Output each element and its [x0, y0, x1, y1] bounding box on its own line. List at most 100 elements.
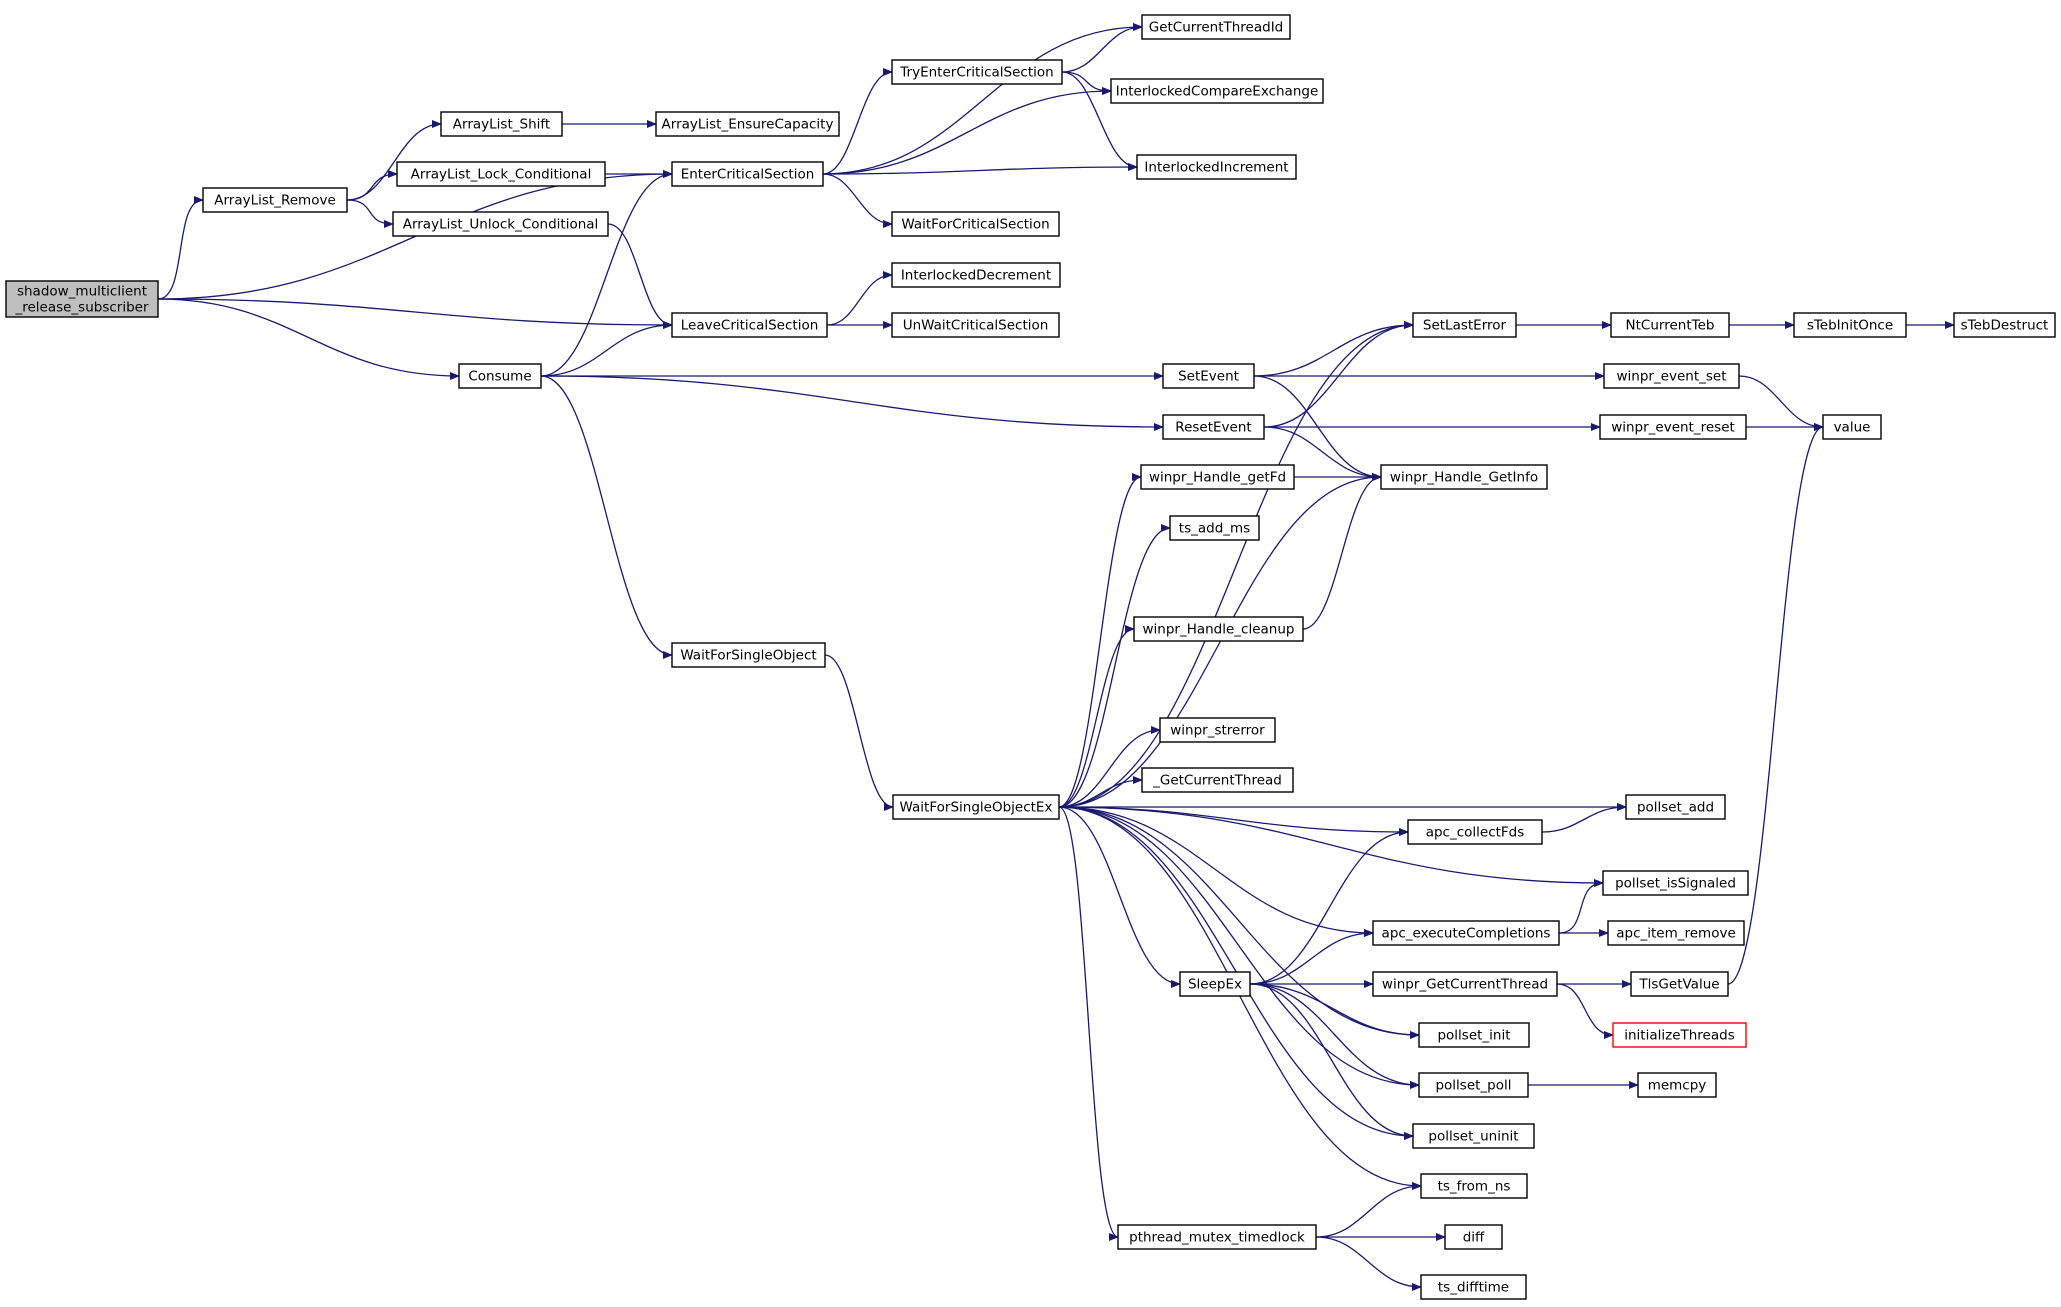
edge-path	[1249, 983, 1414, 1140]
edge-array-list-remove-to-array-list-lock-conditional	[346, 170, 398, 201]
node-box	[1420, 1173, 1528, 1199]
node-label: sTebInitOnce	[1807, 318, 1893, 334]
node-consume[interactable]: Consume	[458, 363, 542, 389]
node-label: InterlockedCompareExchange	[1116, 84, 1319, 100]
edge-wait-for-single-object-ex-to-get-current-thread	[1058, 776, 1143, 808]
node-label: apc_item_remove	[1616, 926, 1736, 942]
node-wait-for-single-object[interactable]: WaitForSingleObject	[671, 642, 826, 668]
node-array-list-remove[interactable]: ArrayList_Remove	[202, 187, 348, 213]
node-array-list-ensure-capacity[interactable]: ArrayList_EnsureCapacity	[655, 111, 840, 137]
node-nt-current-teb[interactable]: NtCurrentTeb	[1610, 312, 1730, 338]
node-value[interactable]: value	[1822, 414, 1882, 440]
node-interlocked-decrement[interactable]: InterlockedDecrement	[891, 262, 1061, 288]
edge-path	[157, 298, 673, 329]
node-apc-item-remove[interactable]: apc_item_remove	[1607, 920, 1745, 946]
node-label: apc_collectFds	[1426, 825, 1525, 841]
node-box	[1418, 1072, 1529, 1098]
node-set-event[interactable]: SetEvent	[1162, 363, 1255, 389]
node-get-current-thread-id[interactable]: GetCurrentThreadId	[1141, 14, 1291, 40]
edge-enter-critical-section-to-get-current-thread-id	[822, 23, 1143, 175]
node-reset-event[interactable]: ResetEvent	[1162, 414, 1265, 440]
node-tls-get-value[interactable]: TlsGetValue	[1630, 971, 1729, 997]
edge-path	[1058, 806, 1604, 887]
node-pthread-mutex-timedlock[interactable]: pthread_mutex_timedlock	[1117, 1224, 1317, 1250]
node-ts-from-ns[interactable]: ts_from_ns	[1420, 1173, 1528, 1199]
edge-shadow-to-consume	[157, 298, 460, 380]
edge-set-event-to-set-last-error	[1253, 321, 1414, 377]
edge-shadow-to-leave-critical-section	[157, 298, 673, 329]
edge-try-enter-critical-section-to-interlocked-compare-exchange	[1061, 71, 1112, 95]
node-box	[1110, 78, 1324, 104]
node-winpr-handle-cleanup[interactable]: winpr_Handle_cleanup	[1133, 616, 1304, 642]
node-set-last-error[interactable]: SetLastError	[1412, 312, 1517, 338]
edge-sleep-ex-to-pollset-init	[1249, 983, 1420, 1039]
node-s-teb-destruct[interactable]: sTebDestruct	[1953, 312, 2056, 338]
node-array-list-shift[interactable]: ArrayList_Shift	[440, 111, 563, 137]
node-leave-critical-section[interactable]: LeaveCriticalSection	[671, 312, 828, 338]
node-label: ts_add_ms	[1179, 521, 1250, 537]
node-box	[1612, 1022, 1747, 1048]
node-winpr-handle-get-info[interactable]: winpr_Handle_GetInfo	[1380, 464, 1548, 490]
edge-path	[157, 196, 204, 300]
node-label: Consume	[468, 369, 531, 385]
node-interlocked-increment[interactable]: InterlockedIncrement	[1136, 154, 1297, 180]
node-pollset-is-signaled[interactable]: pollset_isSignaled	[1602, 870, 1749, 896]
node-interlocked-compare-exchange[interactable]: InterlockedCompareExchange	[1110, 78, 1324, 104]
node-shadow[interactable]: shadow_multiclient_release_subscriber	[5, 280, 159, 318]
node-winpr-handle-get-fd[interactable]: winpr_Handle_getFd	[1140, 464, 1295, 490]
node-winpr-get-current-thread[interactable]: winpr_GetCurrentThread	[1372, 971, 1558, 997]
node-sleep-ex[interactable]: SleepEx	[1179, 971, 1251, 997]
edge-wait-for-single-object-ex-to-winpr-handle-get-info	[1058, 473, 1382, 808]
node-winpr-strerror[interactable]: winpr_strerror	[1159, 717, 1276, 743]
node-winpr-event-set[interactable]: winpr_event_set	[1603, 363, 1740, 389]
node-pollset-init[interactable]: pollset_init	[1418, 1022, 1530, 1048]
node-label: apc_executeCompletions	[1382, 926, 1551, 942]
node-pollset-poll[interactable]: pollset_poll	[1418, 1072, 1529, 1098]
node-try-enter-critical-section[interactable]: TryEnterCriticalSection	[891, 59, 1063, 85]
node-label: SetEvent	[1178, 369, 1239, 385]
node-box	[392, 211, 609, 237]
edge-wait-for-single-object-ex-to-pollset-is-signaled	[1058, 806, 1604, 887]
node-array-list-unlock-conditional[interactable]: ArrayList_Unlock_Conditional	[392, 211, 609, 237]
node-box	[1599, 414, 1747, 440]
edge-path	[822, 23, 1143, 175]
node-apc-collect-fds[interactable]: apc_collectFds	[1407, 819, 1543, 845]
node-winpr-event-reset[interactable]: winpr_event_reset	[1599, 414, 1747, 440]
node-label: ArrayList_Remove	[214, 193, 336, 209]
node-label: InterlockedDecrement	[901, 268, 1051, 284]
edge-wait-for-single-object-ex-to-apc-collect-fds	[1058, 806, 1409, 836]
node-label: ts_difftime	[1438, 1280, 1509, 1296]
node-wait-for-critical-section[interactable]: WaitForCriticalSection	[891, 211, 1060, 237]
node-array-list-lock-conditional[interactable]: ArrayList_Lock_Conditional	[396, 161, 606, 187]
edge-path	[1315, 1182, 1422, 1238]
node-label: SetLastError	[1423, 318, 1507, 334]
edge-sleep-ex-to-pollset-poll	[1249, 983, 1420, 1089]
node-enter-critical-section[interactable]: EnterCriticalSection	[671, 161, 824, 187]
node-apc-execute-completions[interactable]: apc_executeCompletions	[1372, 920, 1560, 946]
edge-path	[346, 199, 394, 228]
node-s-teb-init-once[interactable]: sTebInitOnce	[1793, 312, 1907, 338]
node-diff[interactable]: diff	[1444, 1224, 1503, 1250]
edge-path	[540, 375, 673, 659]
node-box	[1412, 312, 1517, 338]
edge-path	[1058, 806, 1420, 1089]
node-wait-for-single-object-ex[interactable]: WaitForSingleObjectEx	[892, 794, 1060, 820]
node-label: WaitForSingleObject	[680, 648, 816, 664]
edge-path	[1249, 929, 1374, 985]
node-get-current-thread[interactable]: _GetCurrentThread	[1141, 767, 1294, 793]
node-pollset-uninit[interactable]: pollset_uninit	[1412, 1123, 1535, 1149]
node-ts-add-ms[interactable]: ts_add_ms	[1169, 515, 1260, 541]
node-un-wait-critical-section[interactable]: UnWaitCriticalSection	[891, 312, 1060, 338]
node-box	[1141, 14, 1291, 40]
node-label: _GetCurrentThread	[1152, 773, 1282, 789]
node-memcpy[interactable]: memcpy	[1637, 1072, 1717, 1098]
edge-path	[1058, 726, 1161, 808]
node-initialize-threads[interactable]: initializeThreads	[1612, 1022, 1747, 1048]
node-pollset-add[interactable]: pollset_add	[1625, 794, 1726, 820]
node-label: _release_subscriber	[14, 300, 149, 316]
edge-path	[822, 68, 893, 175]
node-ts-difftime[interactable]: ts_difftime	[1420, 1274, 1527, 1300]
node-box	[1140, 464, 1295, 490]
edge-path	[822, 163, 1138, 175]
edge-apc-execute-completions-to-pollset-is-signaled	[1558, 879, 1604, 934]
